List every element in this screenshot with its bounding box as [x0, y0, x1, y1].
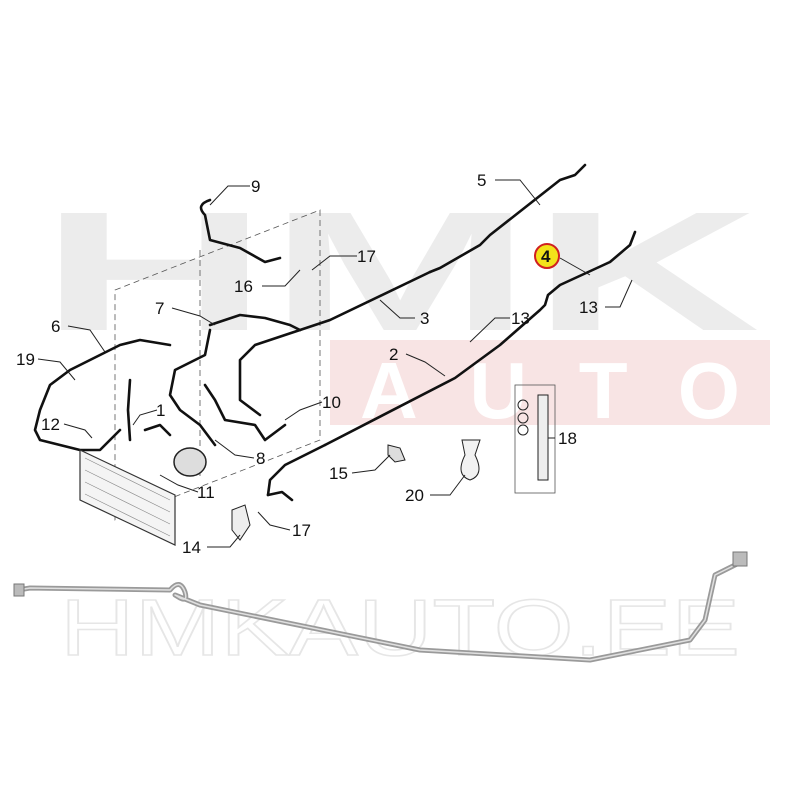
callout-14: 14	[182, 538, 201, 557]
callout-13a: 13	[511, 309, 530, 328]
pipe-9	[199, 198, 282, 264]
product-pipe-photo	[13, 551, 748, 663]
watermark-bottom: HMKAUTO.EE	[60, 583, 740, 672]
watermark-top: HMK	[40, 177, 760, 367]
pipe-2	[266, 443, 327, 497]
callout-13b: 13	[579, 298, 598, 317]
bracket-15	[387, 444, 406, 463]
callout-11: 11	[197, 483, 215, 502]
pipe-17b	[266, 490, 294, 502]
callout-8: 8	[256, 449, 265, 468]
leader-lines	[37, 179, 633, 548]
callout-18: 18	[558, 429, 577, 448]
compressor	[173, 447, 207, 477]
callout-4: 4	[541, 247, 551, 266]
callout-10: 10	[322, 393, 341, 412]
watermark: HMK AUTO HMKAUTO.EE	[40, 177, 770, 673]
watermark-band	[330, 340, 770, 425]
callout-labels: 9 5 4 17 16 3 13 13 7 6 19 2 12 1 10 8 1…	[16, 171, 598, 557]
callout-17a: 17	[357, 247, 376, 266]
pipe-1	[126, 378, 172, 442]
bracket-14	[231, 504, 251, 541]
pipe-3	[238, 270, 432, 417]
callout-3: 3	[420, 309, 429, 328]
pipe-10	[203, 383, 287, 442]
callout-6: 6	[51, 317, 60, 336]
drier-kit	[514, 384, 556, 494]
callout-2: 2	[389, 345, 398, 364]
callout-19: 19	[16, 350, 35, 369]
callout-12: 12	[41, 415, 60, 434]
callout-17b: 17	[292, 521, 311, 540]
callout-9: 9	[251, 177, 260, 196]
callout-15: 15	[329, 464, 348, 483]
callout-16: 16	[234, 277, 253, 296]
callout-20: 20	[405, 486, 424, 505]
callout-4-highlight: 4	[534, 243, 560, 269]
pipe-5	[428, 163, 587, 274]
assembly-outline	[114, 209, 321, 521]
pipe-6	[33, 338, 172, 452]
callout-7: 7	[155, 299, 164, 318]
pipe-lines	[33, 163, 637, 502]
condenser	[79, 449, 176, 546]
pipe-4	[323, 230, 637, 447]
oil-bottle	[460, 439, 481, 481]
callout-1: 1	[156, 401, 165, 420]
pipe-7	[168, 313, 302, 447]
callout-5: 5	[477, 171, 486, 190]
